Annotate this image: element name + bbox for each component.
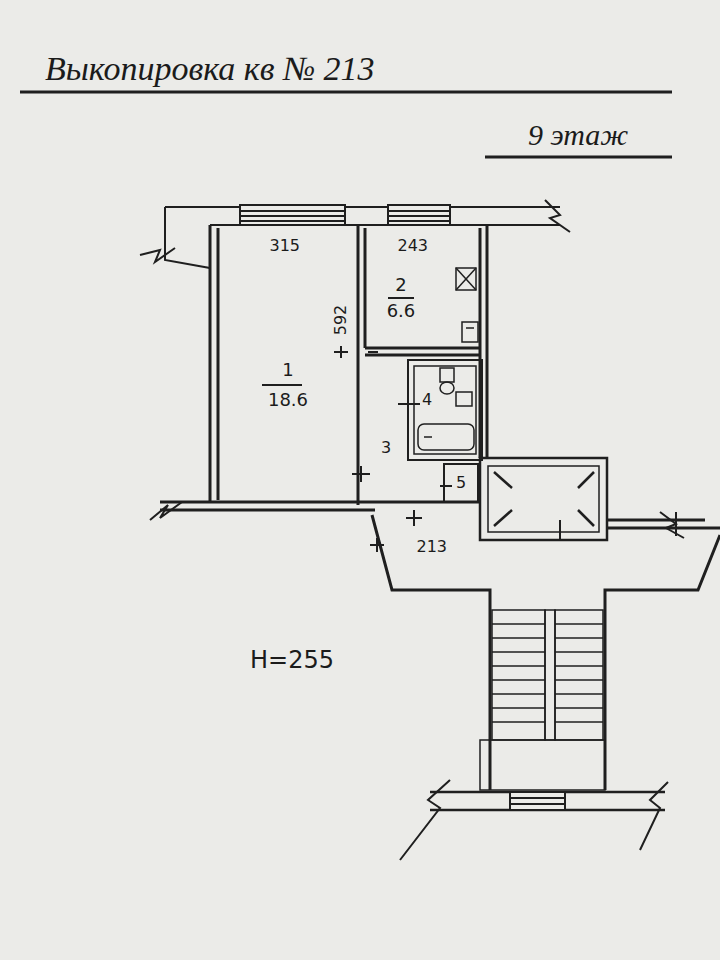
room-number: 4 xyxy=(422,390,432,410)
dimension-label: 315 xyxy=(270,236,301,256)
sheet-title: Выкопировка кв № 213 xyxy=(45,50,374,88)
room-number: 3 xyxy=(381,438,391,458)
bath-fixtures xyxy=(418,368,474,450)
outer-wall xyxy=(400,780,668,860)
room-area: 18.6 xyxy=(268,390,308,410)
dimension-label: Н=255 xyxy=(250,646,334,674)
dimension-label: 243 xyxy=(398,236,429,256)
dimension-label: 592 xyxy=(331,305,351,336)
kitchen-fixtures xyxy=(456,268,478,342)
dimension-label: 213 xyxy=(417,537,448,557)
room-number: 5 xyxy=(456,473,466,493)
room: 26.6 xyxy=(368,263,434,333)
room-walls xyxy=(160,225,720,528)
floor-label: 9 этаж xyxy=(528,118,628,152)
room-number: 2 xyxy=(395,275,406,295)
floor-underline xyxy=(485,156,672,159)
room: 5 xyxy=(447,467,475,499)
outer-wall xyxy=(140,200,570,268)
title-underline xyxy=(20,91,672,94)
stair-hall xyxy=(372,515,720,790)
door-marks xyxy=(334,346,676,552)
shaft xyxy=(480,458,607,540)
room-number: 1 xyxy=(282,360,293,380)
fraction-bar xyxy=(262,384,302,386)
fraction-bar xyxy=(388,297,414,299)
break-mark xyxy=(660,512,684,538)
room: 4 xyxy=(416,384,438,416)
stairs xyxy=(480,610,605,790)
break-mark xyxy=(150,502,182,520)
room: 3 xyxy=(367,420,405,476)
room-area: 6.6 xyxy=(387,301,416,321)
